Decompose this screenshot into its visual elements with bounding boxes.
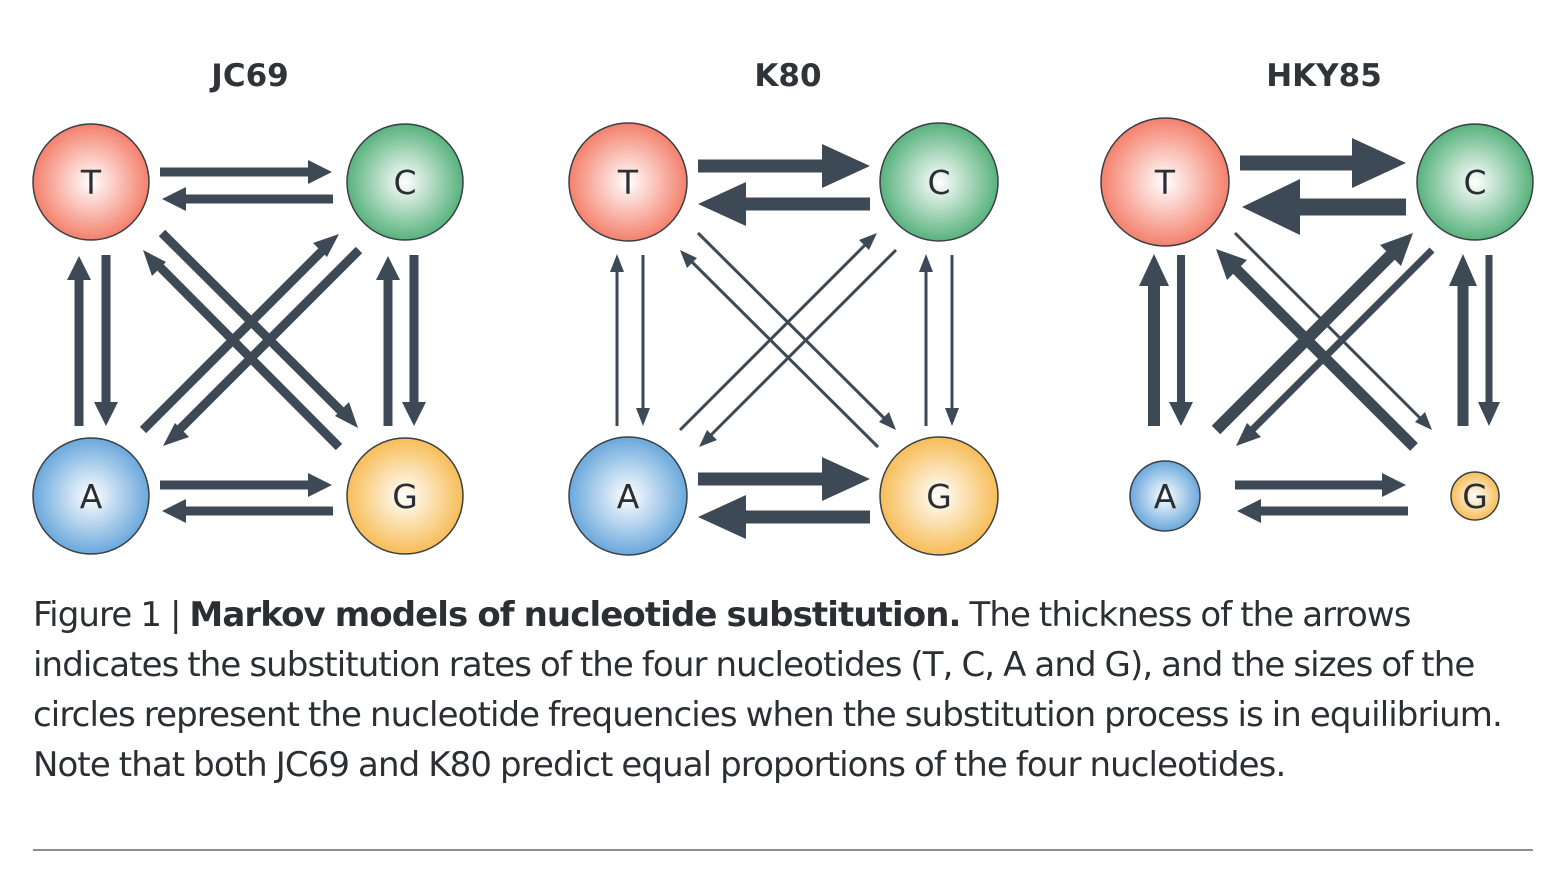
node-g: G: [346, 437, 464, 555]
node-g: G: [879, 436, 999, 556]
figure-caption: Figure 1 | Markov models of nucleotide s…: [33, 590, 1533, 790]
arrow-g-to-t: [680, 250, 880, 449]
node-c: C: [1416, 123, 1534, 241]
arrow-t-to-g: [1233, 231, 1432, 430]
arrow-c-to-t: [162, 187, 333, 211]
node-c: C: [346, 123, 464, 241]
svg-text:T: T: [1154, 163, 1176, 202]
arrow-a-to-g: [1235, 473, 1406, 497]
arrow-group: [610, 144, 959, 539]
node-t: T: [32, 123, 150, 241]
figure-label: Figure 1 |: [33, 595, 190, 635]
node-t: T: [568, 122, 688, 242]
arrow-c-to-g: [1478, 255, 1500, 426]
arrow-g-to-a: [698, 495, 870, 539]
arrow-a-to-g: [698, 457, 870, 501]
node-a: A: [1129, 460, 1201, 532]
arrow-t-to-c: [1240, 138, 1406, 188]
arrow-c-to-t: [1242, 179, 1406, 235]
arrow-g-to-a: [162, 499, 333, 523]
svg-text:T: T: [80, 163, 102, 202]
arrow-g-to-a: [1237, 499, 1408, 523]
arrow-t-to-g: [696, 231, 896, 430]
arrow-t-to-a: [636, 255, 650, 426]
panel-title: HKY85: [1266, 58, 1382, 94]
arrow-a-to-c: [1211, 233, 1413, 435]
panel-k80: K80 T C A G: [568, 58, 999, 556]
node-g: G: [1450, 471, 1500, 521]
arrow-t-to-a: [1169, 255, 1193, 426]
arrow-a-to-c: [139, 234, 339, 434]
svg-text:A: A: [80, 477, 103, 516]
svg-text:A: A: [617, 477, 640, 516]
caption-body: The thickness of the arrows indicates th…: [33, 595, 1503, 785]
svg-text:C: C: [927, 163, 950, 202]
arrow-c-to-a: [163, 246, 363, 446]
arrow-a-to-t: [1139, 254, 1169, 426]
node-c: C: [879, 122, 999, 242]
svg-text:G: G: [926, 477, 952, 516]
node-a: A: [32, 437, 150, 555]
svg-text:C: C: [393, 163, 416, 202]
arrow-a-to-t: [610, 254, 624, 426]
arrow-t-to-c: [160, 160, 332, 184]
markov-models-diagram: JC69 T C A G K80: [32, 58, 1534, 556]
arrow-t-to-a: [94, 255, 118, 426]
figure-title: Markov models of nucleotide substitution…: [189, 595, 961, 635]
svg-text:G: G: [392, 477, 418, 516]
panel-jc69: JC69 T C A G: [32, 58, 464, 555]
svg-text:G: G: [1462, 477, 1488, 516]
panel-title: K80: [754, 58, 821, 94]
svg-text:A: A: [1154, 477, 1177, 516]
node-t: T: [1100, 117, 1230, 247]
arrow-group: [67, 160, 426, 523]
arrow-c-to-g: [945, 255, 959, 426]
arrow-g-to-c: [919, 254, 933, 426]
arrow-c-to-a: [1236, 247, 1435, 446]
arrow-c-to-t: [698, 182, 870, 226]
arrow-g-to-t: [1216, 249, 1418, 451]
arrow-g-to-c: [376, 256, 400, 426]
svg-text:T: T: [617, 163, 639, 202]
arrow-a-to-t: [67, 256, 91, 426]
arrow-g-to-c: [1449, 254, 1477, 426]
arrow-t-to-c: [698, 144, 870, 188]
bottom-rule: [33, 849, 1533, 851]
panel-hky85: HKY85 T C A G: [1100, 58, 1534, 532]
node-a: A: [568, 436, 688, 556]
svg-text:C: C: [1463, 163, 1486, 202]
arrow-c-to-g: [402, 255, 426, 426]
arrow-group: [1139, 138, 1500, 523]
panel-title: JC69: [209, 58, 288, 94]
arrow-t-to-g: [158, 229, 358, 428]
arrow-a-to-c: [678, 233, 877, 432]
arrow-g-to-t: [143, 250, 343, 451]
arrow-a-to-g: [160, 473, 332, 497]
arrow-c-to-a: [699, 248, 898, 447]
